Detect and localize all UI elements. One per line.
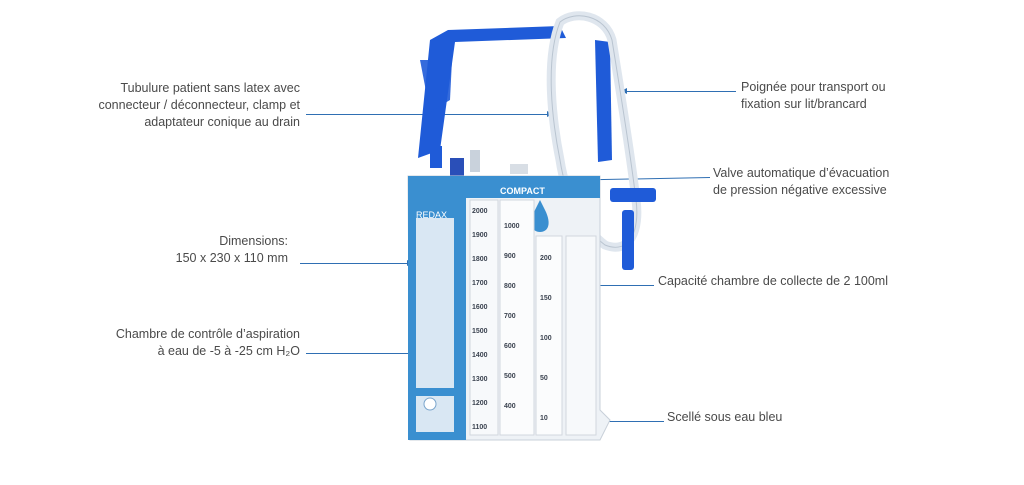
scale-tick-label: 1500: [472, 328, 488, 335]
scale-mid-ticks: 1000 900 800 700 600 500 400: [504, 223, 520, 410]
brand-logo: REDAX: [416, 210, 447, 220]
scale-tick-label: 150: [540, 295, 552, 302]
water-drop-logo: [531, 200, 549, 232]
scale-tick-label: 1100: [472, 424, 487, 431]
scale-tick-label: 1300: [472, 376, 488, 383]
callout-handle: Poignée pour transport ou fixation sur l…: [741, 80, 886, 111]
drainage-device-illustration: REDAX COMPACT 2000 1900 1800 1700 1600 1500 14…: [407, 11, 656, 441]
callout-tubing: Tubulure patient sans latex avec connect…: [98, 81, 300, 129]
scale-tick-label: 400: [504, 403, 516, 410]
scale-column-mid: [499, 199, 535, 436]
scale-tick-label: 900: [504, 253, 516, 260]
top-band: [466, 176, 600, 198]
scale-tick-label: 50: [540, 375, 548, 382]
suction-chamber-window: [416, 218, 454, 388]
scale-tick-label: 100: [540, 335, 552, 342]
scale-tick-label: 1900: [472, 232, 488, 239]
tubing-connector: [622, 210, 634, 270]
scale-left-ticks: 2000 1900 1800 1700 1600 1500 1400 1300 1200 1100: [472, 208, 488, 431]
handle-clip-left: [420, 60, 452, 112]
callout-capacity: Capacité chambre de collecte de 2 100ml: [658, 274, 888, 288]
scale-tick-label: 1000: [504, 223, 520, 230]
callout-water-seal: Scellé sous eau bleu: [667, 410, 783, 424]
top-port-right: [510, 164, 528, 174]
top-port-mid: [470, 150, 480, 172]
water-seal-valve: [423, 397, 437, 411]
leader-line-dimensions: [300, 260, 413, 266]
scale-tick-label: 800: [504, 283, 516, 290]
top-port-left: [430, 146, 442, 168]
tubing-clamp: [610, 188, 656, 202]
callout-valve: Valve automatique d’évacuation de pressi…: [713, 166, 890, 197]
callout-dimensions: Dimensions: 150 x 230 x 110 mm: [175, 234, 288, 265]
scale-column-far-right: [565, 235, 597, 436]
pressure-relief-valve: [450, 158, 464, 176]
scale-tick-label: 10: [540, 415, 548, 422]
scale-right-ticks: 200 150 100 50 10: [540, 255, 552, 422]
scale-tick-label: 500: [504, 373, 516, 380]
model-name: COMPACT: [500, 186, 545, 196]
scale-tick-label: 1200: [472, 400, 488, 407]
scale-tick-label: 600: [504, 343, 516, 350]
scale-tick-label: 1600: [472, 304, 488, 311]
handle-clip-right: [595, 40, 612, 162]
scale-tick-label: 700: [504, 313, 516, 320]
callout-suction-chamber: Chambre de contrôle d’aspiration à eau d…: [115, 327, 300, 358]
scale-tick-label: 200: [540, 255, 552, 262]
scale-tick-label: 2000: [472, 208, 488, 215]
scale-tick-label: 1700: [472, 280, 488, 287]
scale-tick-label: 1400: [472, 352, 488, 359]
scale-column-left: [469, 199, 499, 436]
scale-column-right: [535, 235, 563, 436]
scale-tick-label: 1800: [472, 256, 488, 263]
